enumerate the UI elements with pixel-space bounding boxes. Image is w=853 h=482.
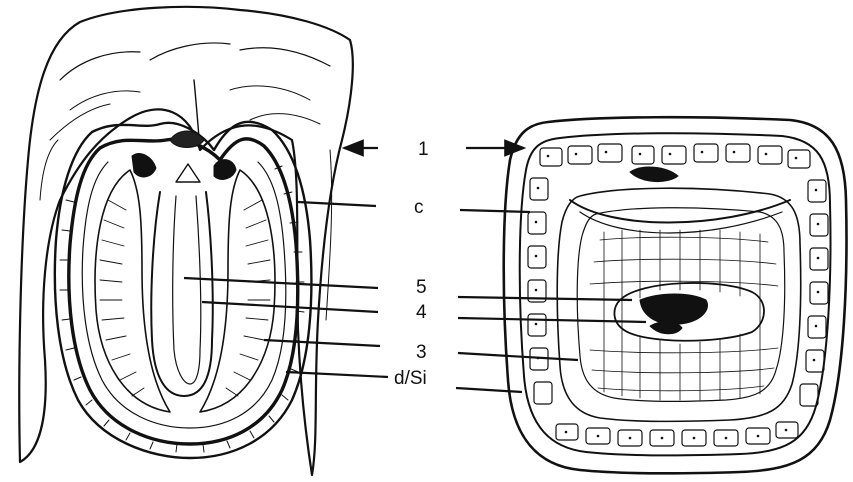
hilum-triangle [176, 164, 200, 182]
testa-inner [69, 139, 298, 444]
transverse-section [504, 117, 847, 473]
label-c: c [414, 197, 424, 218]
endosperm-lobe [200, 170, 275, 412]
embryo-canal-inner [173, 196, 201, 384]
label-1: 1 [418, 139, 429, 160]
endosperm-hatching [100, 200, 270, 396]
label-d-si: d/Si [394, 368, 427, 389]
embryo-canal [151, 192, 212, 396]
label-4: 4 [416, 302, 427, 323]
hilum-left [132, 154, 156, 177]
leader-4-left [202, 302, 378, 312]
longitudinal-section [19, 7, 353, 475]
hilum-right [214, 160, 236, 180]
label-5: 5 [416, 277, 427, 298]
aleurone-line [82, 162, 286, 428]
label-3: 3 [416, 342, 427, 363]
labels: 1 c 5 4 3 d/Si [394, 139, 429, 389]
